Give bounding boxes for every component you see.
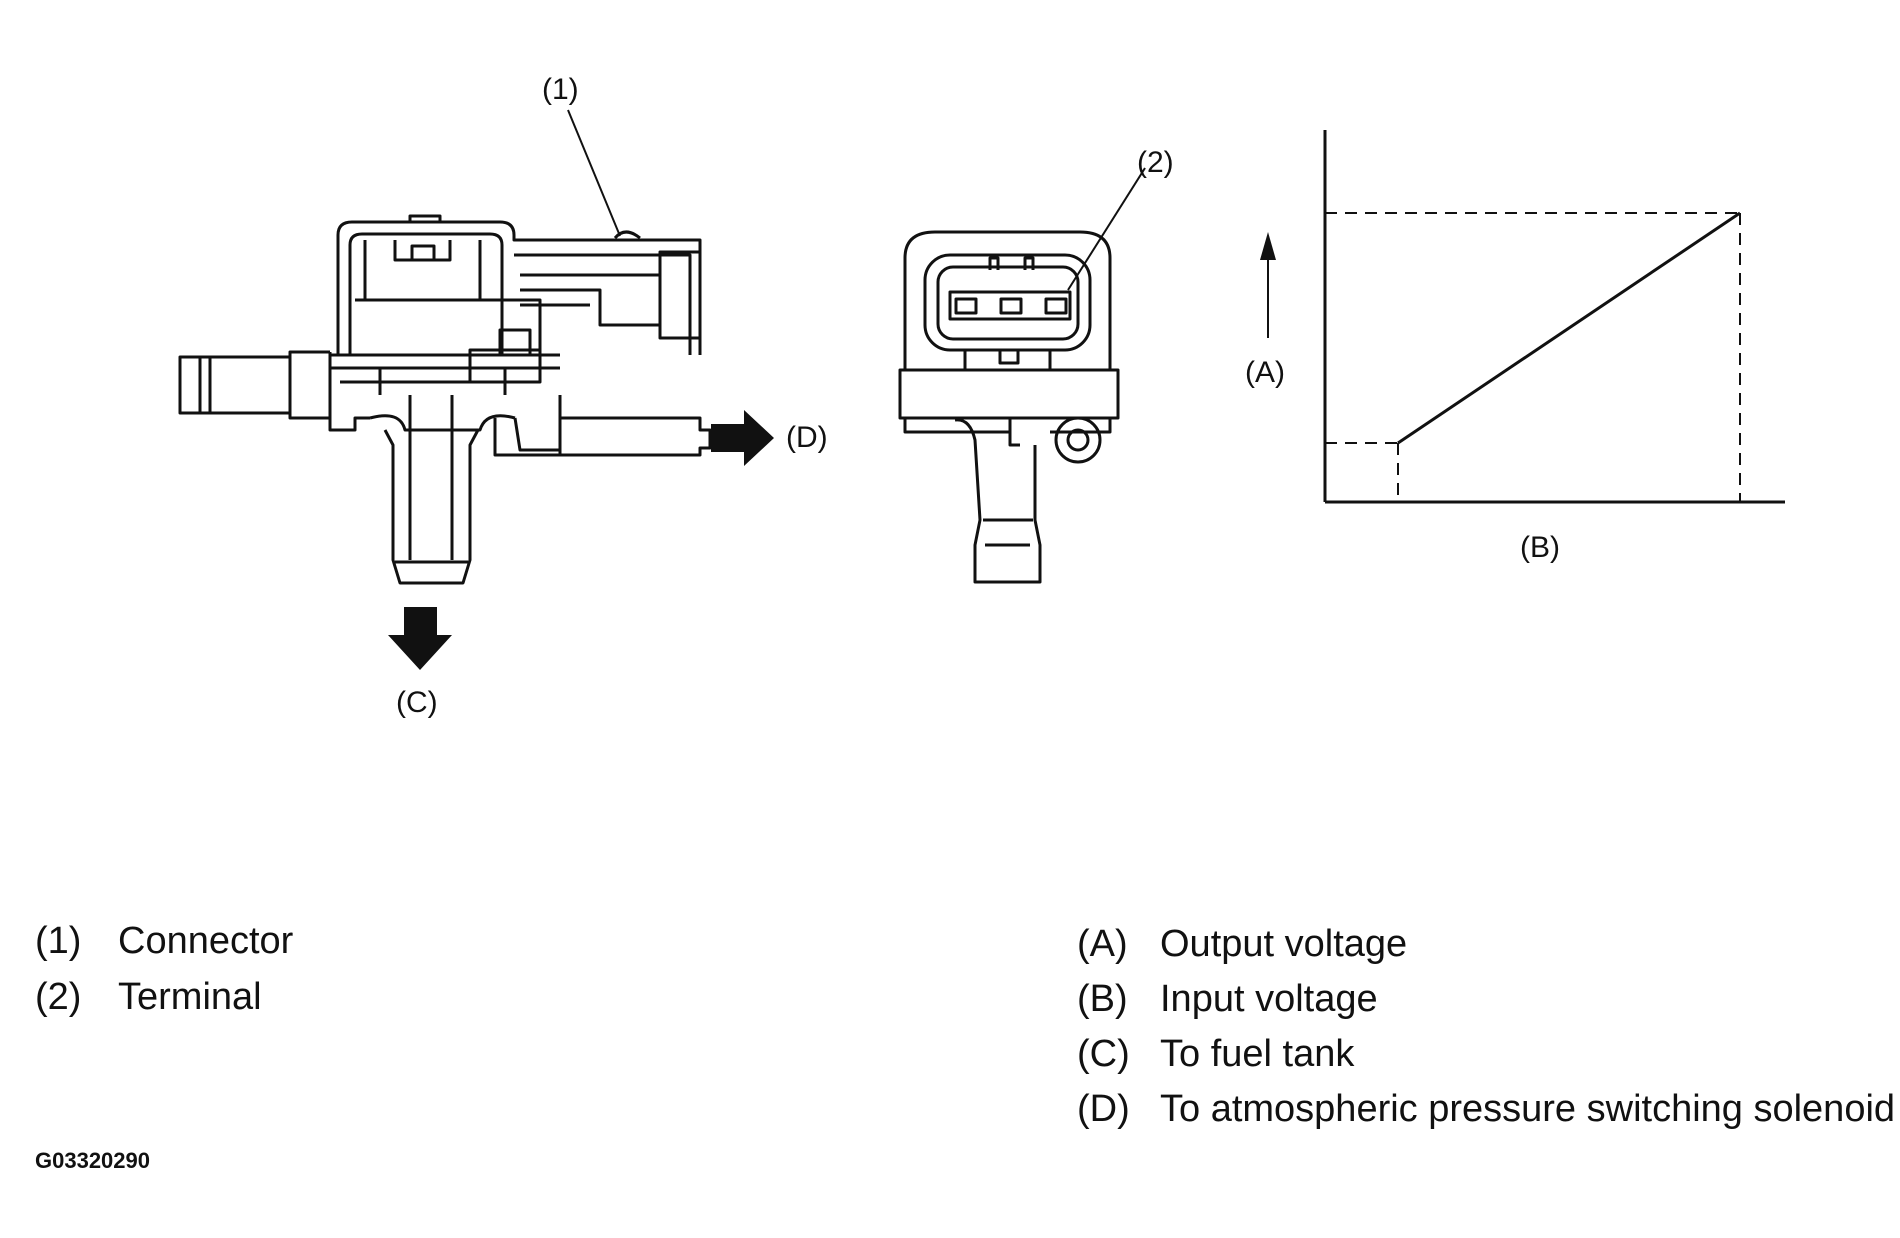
sensor-diagram xyxy=(178,109,1785,670)
legend-key: (1) xyxy=(35,920,82,962)
legend-key: (2) xyxy=(35,976,82,1018)
legend-item-output-voltage: (A) Output voltage xyxy=(1077,925,1877,965)
legend-item-input-voltage: (B) Input voltage xyxy=(1077,980,1877,1020)
arrow-down-icon xyxy=(388,607,452,670)
legend-item-solenoid: (D) To atmospheric pressure switching so… xyxy=(1077,1088,1895,1130)
voltage-graph xyxy=(1267,130,1785,504)
callout-2: (2) xyxy=(1137,146,1174,179)
arrow-up-icon xyxy=(1260,232,1276,260)
callout-c: (C) xyxy=(396,686,438,719)
legend-item-connector: (1) Connector xyxy=(35,922,435,962)
callout-d: (D) xyxy=(786,421,828,454)
legend-key: (C) xyxy=(1077,1033,1130,1075)
legend-text: Terminal xyxy=(118,976,262,1018)
legend-text: To fuel tank xyxy=(1160,1033,1355,1075)
legend-text: To atmospheric pressure switching soleno… xyxy=(1160,1088,1896,1130)
legend-item-terminal: (2) Terminal xyxy=(35,978,435,1018)
sensor-side-view xyxy=(178,214,712,585)
legend-key: (D) xyxy=(1077,1088,1130,1130)
legend-key: (B) xyxy=(1077,978,1128,1020)
legend-key: (A) xyxy=(1077,923,1128,965)
sensor-front-view xyxy=(898,230,1120,584)
callout-b: (B) xyxy=(1520,531,1560,564)
legend-item-fuel-tank: (C) To fuel tank xyxy=(1077,1035,1877,1075)
arrow-right-icon xyxy=(711,410,774,466)
legend-text: Connector xyxy=(118,920,294,962)
legend-text: Input voltage xyxy=(1160,978,1378,1020)
figure-code: G03320290 xyxy=(35,1148,150,1173)
callout-a: (A) xyxy=(1245,356,1285,389)
callout-1: (1) xyxy=(542,73,579,106)
legend-text: Output voltage xyxy=(1160,923,1408,965)
